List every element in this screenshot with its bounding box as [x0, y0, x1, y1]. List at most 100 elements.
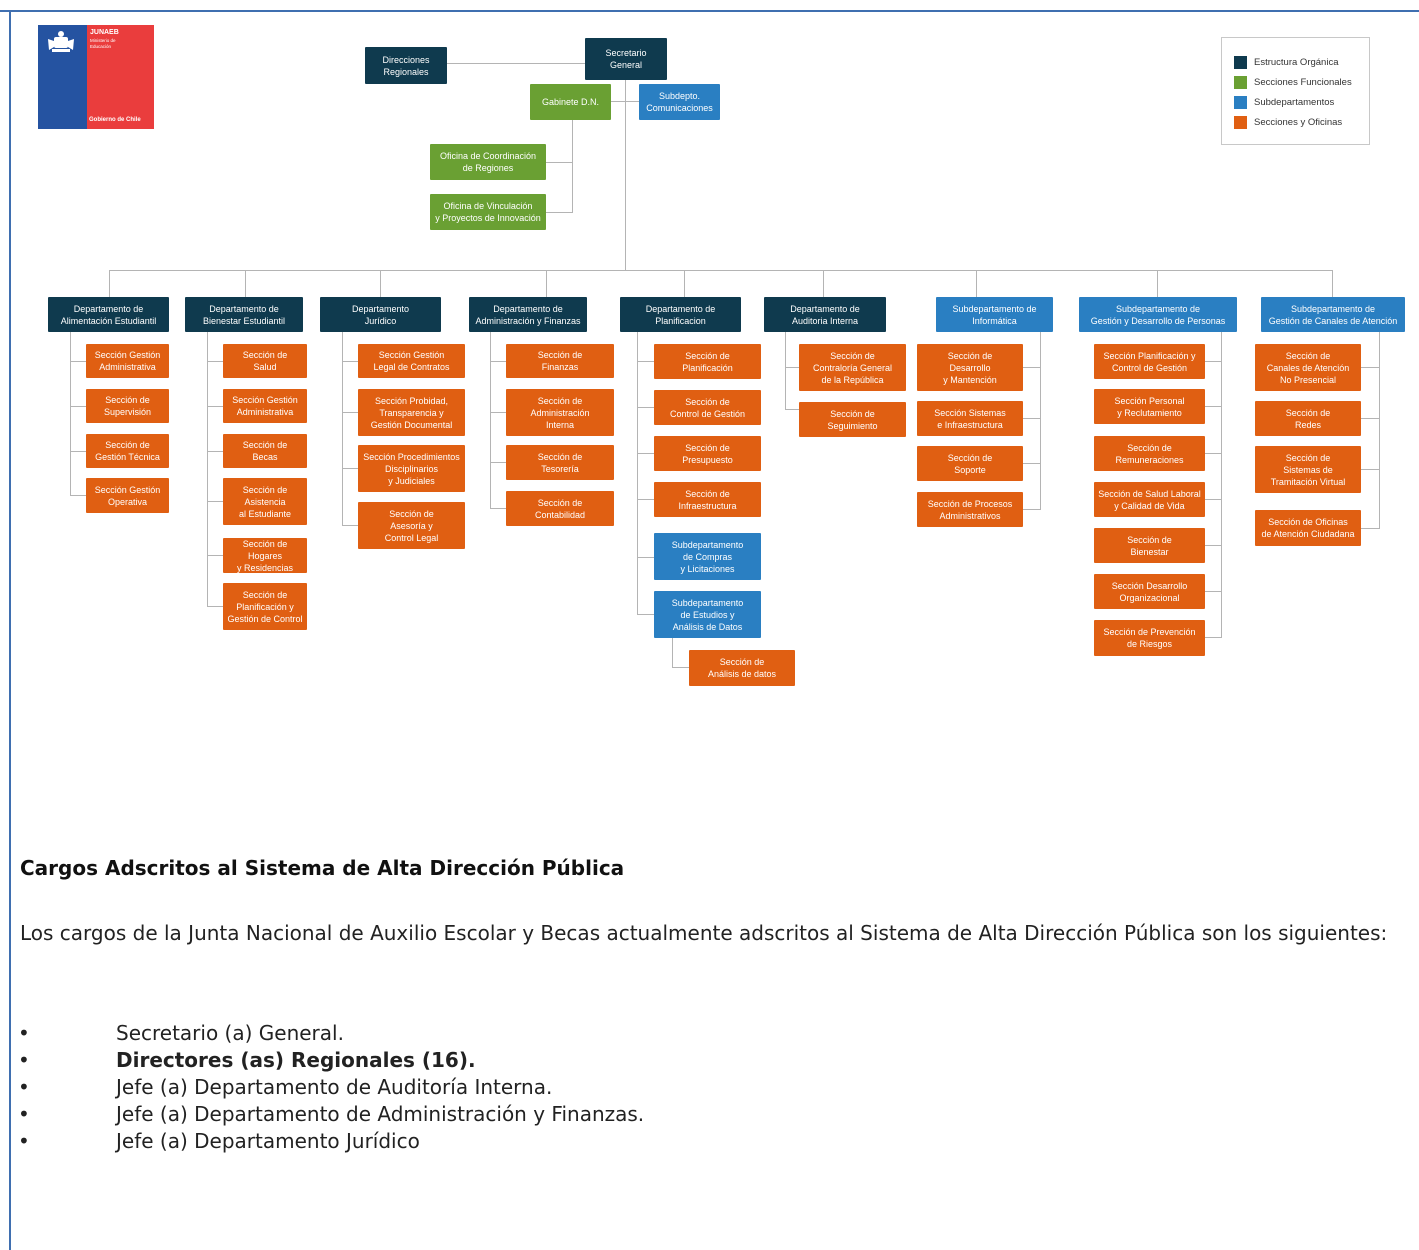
connector: [1023, 418, 1040, 419]
section-box: Sección Probidad, Transparencia y Gestió…: [358, 389, 465, 436]
connector: [1205, 361, 1221, 362]
connector: [672, 667, 689, 668]
connector: [207, 406, 223, 407]
list-item-text: Jefe (a) Departamento de Auditoría Inter…: [116, 1075, 553, 1099]
section-box: Sección de Finanzas: [506, 344, 614, 378]
connector: [785, 409, 799, 410]
section-heading: Cargos Adscritos al Sistema de Alta Dire…: [20, 856, 625, 880]
coat-of-arms-icon: [48, 31, 74, 52]
logo-blue-panel: [38, 25, 87, 129]
section-box: Sección de Presupuesto: [654, 436, 761, 471]
connector: [1023, 463, 1040, 464]
section-box: Sección de Prevención de Riesgos: [1094, 620, 1205, 656]
legend-swatch: [1234, 95, 1247, 109]
list-item-text: Jefe (a) Departamento Jurídico: [116, 1129, 420, 1153]
connector: [1023, 367, 1040, 368]
connector: [1205, 499, 1221, 500]
section-box: Sección Planificación y Control de Gesti…: [1094, 344, 1205, 379]
junaeb-logo: JUNAEB Ministerio de Educación Gobierno …: [38, 25, 154, 129]
section-box: Sección Sistemas e Infraestructura: [917, 401, 1023, 436]
legend-swatch: [1234, 55, 1247, 69]
connector: [1361, 528, 1379, 529]
connector: [207, 451, 223, 452]
box-oficina-vinculacion: Oficina de Vinculación y Proyectos de In…: [430, 194, 546, 230]
department-header: Departamento de Administración y Finanza…: [469, 297, 587, 332]
legend-label: Secciones y Oficinas: [1254, 116, 1343, 128]
connector: [546, 212, 572, 213]
legend-label: Secciones Funcionales: [1254, 76, 1352, 88]
connector: [637, 361, 654, 362]
logo-subtitle: Ministerio de Educación: [90, 38, 116, 49]
list-item-text: Jefe (a) Departamento de Administración …: [116, 1102, 645, 1126]
connector: [1332, 270, 1333, 297]
bullet-icon: •: [18, 1102, 30, 1126]
department-header: Departamento de Planificacion: [620, 297, 741, 332]
section-box: Sección de Becas: [223, 434, 307, 468]
section-box: Sección de Análisis de datos: [689, 650, 795, 686]
section-box: Sección de Control de Gestión: [654, 390, 761, 425]
connector: [490, 412, 506, 413]
section-box: Sección de Soporte: [917, 446, 1023, 481]
connector: [785, 332, 786, 410]
section-box: Sección de Contraloría General de la Rep…: [799, 344, 906, 391]
section-box: Sección de Planificación: [654, 344, 761, 379]
section-box: Sección Gestión Administrativa: [223, 389, 307, 423]
connector: [637, 499, 654, 500]
connector: [207, 555, 223, 556]
legend-swatch: [1234, 115, 1247, 129]
legend-label: Estructura Orgánica: [1254, 56, 1339, 68]
bullet-icon: •: [18, 1048, 30, 1072]
connector: [207, 606, 223, 607]
section-box: Sección de Contabilidad: [506, 491, 614, 526]
section-box: Sección de Infraestructura: [654, 482, 761, 517]
connector: [342, 468, 358, 469]
section-box: Sección de Procesos Administrativos: [917, 492, 1023, 527]
intro-paragraph: Los cargos de la Junta Nacional de Auxil…: [20, 921, 1388, 945]
section-box: Sección de Gestión Técnica: [86, 434, 169, 468]
connector: [637, 407, 654, 408]
section-box: Sección Gestión Legal de Contratos: [358, 344, 465, 378]
subdepartment-box: Subdepartamento de Compras y Licitacione…: [654, 533, 761, 580]
connector: [976, 270, 977, 297]
section-box: Sección de Remuneraciones: [1094, 436, 1205, 471]
connector: [1379, 332, 1380, 529]
department-header: Departamento de Bienestar Estudiantil: [185, 297, 303, 332]
connector: [1205, 637, 1221, 638]
connector: [823, 270, 824, 297]
department-header: Subdepartamento de Informática: [936, 297, 1053, 332]
section-box: Sección de Salud: [223, 344, 307, 378]
connector: [637, 453, 654, 454]
section-box: Sección Gestión Administrativa: [86, 344, 169, 378]
connector: [625, 80, 626, 270]
connector: [245, 270, 246, 297]
connector: [342, 412, 358, 413]
connector: [490, 332, 491, 509]
connector: [1157, 270, 1158, 297]
section-box: Sección de Redes: [1255, 401, 1361, 436]
logo-footer: Gobierno de Chile: [89, 117, 141, 123]
connector: [546, 162, 572, 163]
bullet-icon: •: [18, 1075, 30, 1099]
department-header: Departamento de Alimentación Estudiantil: [48, 297, 169, 332]
connector: [342, 525, 358, 526]
connector: [490, 508, 506, 509]
connector: [1040, 332, 1041, 510]
legend-swatch: [1234, 75, 1247, 89]
department-header: Departamento Jurídico: [320, 297, 441, 332]
connector: [637, 332, 638, 615]
connector: [1205, 453, 1221, 454]
connector: [546, 270, 547, 297]
page-border-left: [9, 10, 11, 1250]
connector: [342, 332, 343, 526]
connector: [684, 270, 685, 297]
box-oficina-coordinacion: Oficina de Coordinación de Regiones: [430, 144, 546, 180]
list-item-text: Directores (as) Regionales (16).: [116, 1048, 476, 1072]
connector: [70, 361, 86, 362]
connector: [380, 270, 381, 297]
section-box: Sección de Planificación y Gestión de Co…: [223, 583, 307, 630]
connector: [637, 557, 654, 558]
connector: [207, 332, 208, 607]
connector: [785, 367, 799, 368]
box-gabinete: Gabinete D.N.: [530, 84, 611, 120]
connector: [1361, 367, 1379, 368]
